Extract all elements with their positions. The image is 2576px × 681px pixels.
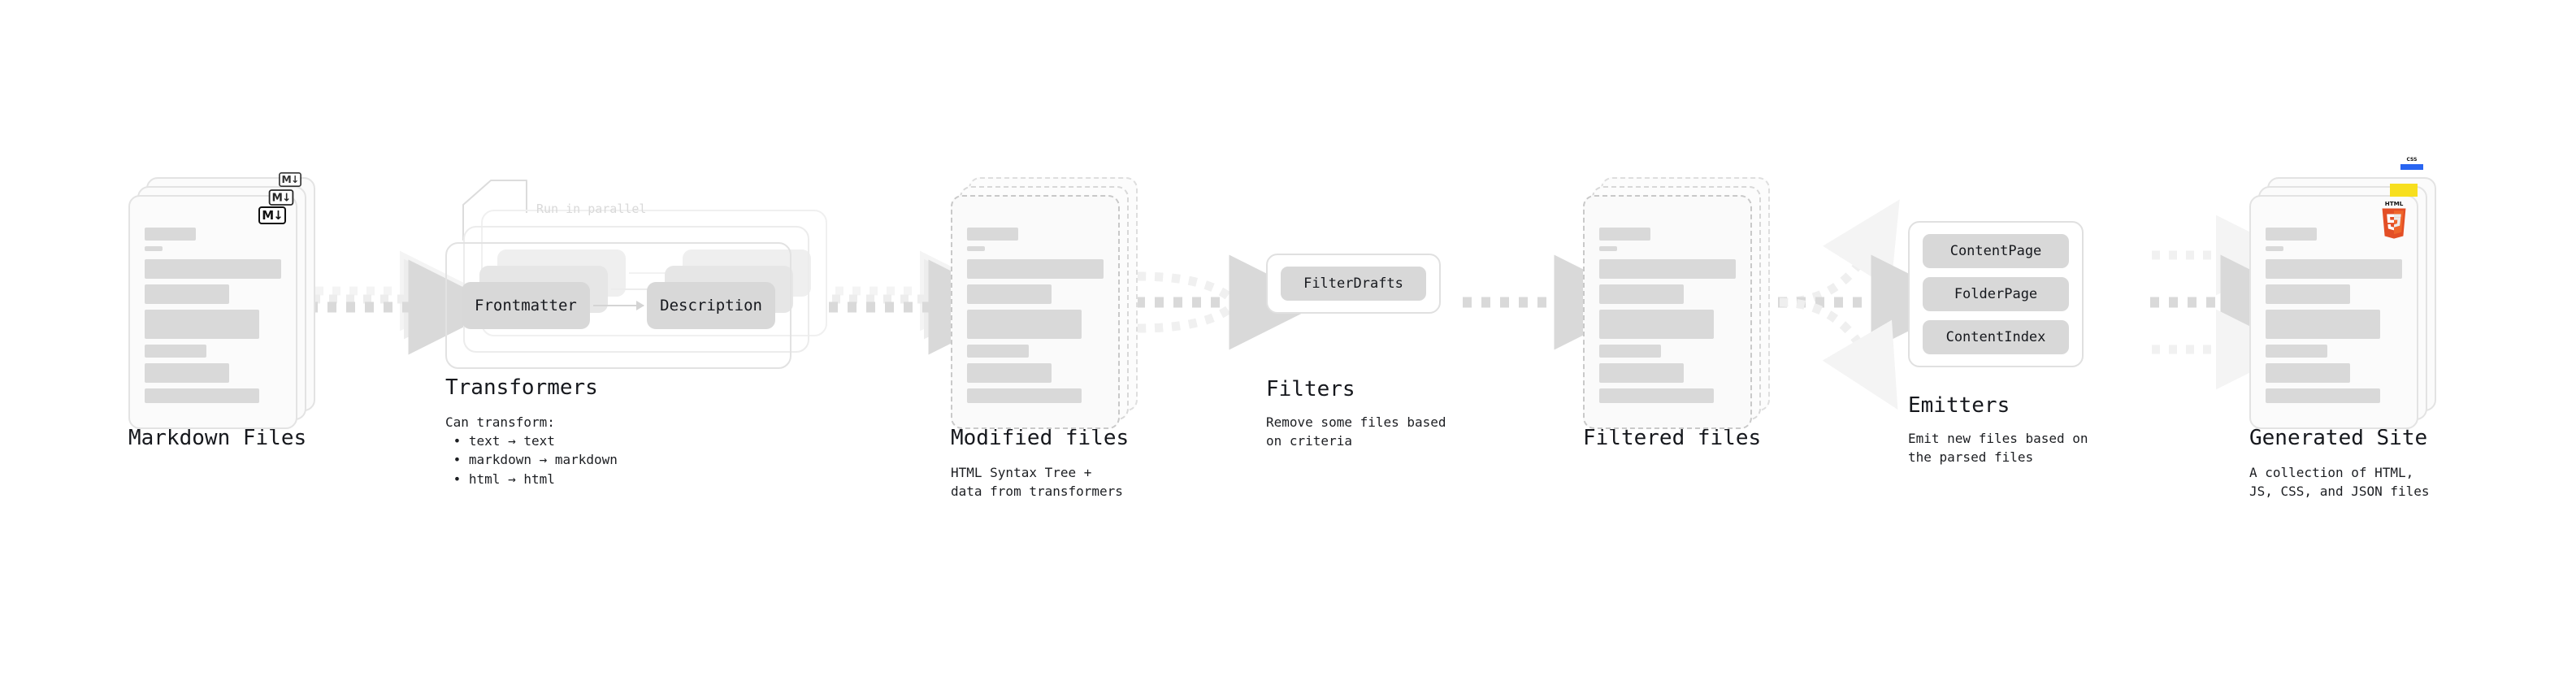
stage-generated-site: CSS HTML (2249, 157, 2436, 439)
content-bar (145, 363, 230, 383)
transformer-step-frontmatter[interactable]: Frontmatter (462, 282, 590, 329)
connector-transformers-to-modified (829, 250, 1024, 355)
markdown-icon: M↓ (258, 206, 286, 224)
content-bar (967, 310, 1082, 339)
stage-subtitle-generated-site: A collection of HTML, JS, CSS, and JSON … (2249, 465, 2430, 500)
generated-site-stack[interactable]: CSS HTML (2249, 157, 2436, 439)
transformer-step-description[interactable]: Description (647, 282, 775, 329)
connector-filtered-to-emitters (1778, 199, 1967, 410)
content-bar (1599, 388, 1715, 403)
step-arrow-icon (592, 301, 645, 310)
content-bar (967, 228, 1018, 241)
stage-filters: FilterDrafts (1266, 254, 1441, 314)
stage-subtitle-transformers: Can transform: • text → text • markdown … (445, 414, 618, 487)
content-bar (2266, 310, 2381, 339)
markdown-file-stack[interactable]: M↓ M↓ M↓ (128, 171, 315, 439)
markdown-card-front[interactable]: M↓ (128, 195, 297, 429)
content-bar (2266, 284, 2351, 304)
content-bar (2266, 363, 2351, 383)
filtered-card-front[interactable] (1583, 195, 1752, 429)
parallel-bracket (462, 180, 527, 241)
stage-title-markdown-files: Markdown Files (128, 426, 307, 450)
stage-filtered-files (1583, 177, 1770, 439)
run-in-parallel-label: Run in parallel (536, 202, 647, 216)
content-bar (967, 246, 985, 251)
stage-subtitle-emitters: Emit new files based on the parsed files (1908, 431, 2088, 466)
modified-file-stack[interactable] (951, 177, 1138, 439)
content-bar (967, 363, 1052, 383)
modified-card-front[interactable] (951, 195, 1120, 429)
stage-transformers: Frontmatter Description Frontmatter Desc… (445, 210, 827, 372)
content-bar (145, 388, 260, 403)
content-bar (2266, 246, 2283, 251)
content-bar (2266, 228, 2317, 241)
stage-title-filters: Filters (1266, 377, 1355, 401)
content-bar (145, 345, 206, 358)
connector-markdown-to-transformers (309, 250, 504, 355)
content-bar (2266, 259, 2402, 279)
emitter-chip-contentpage[interactable]: ContentPage (1923, 234, 2069, 268)
markdown-icon: M↓ (268, 189, 294, 206)
emitter-chip-folderpage[interactable]: FolderPage (1923, 277, 2069, 311)
css3-icon: CSS (2400, 157, 2423, 170)
content-bar (1599, 259, 1736, 279)
content-bar (1599, 310, 1715, 339)
content-bar (145, 284, 230, 304)
card-content-placeholder (967, 228, 1104, 403)
content-bar (1599, 246, 1617, 251)
transformers-stack[interactable]: Frontmatter Description Frontmatter Desc… (445, 210, 827, 372)
content-bar (145, 246, 163, 251)
site-card-front-html[interactable]: HTML (2249, 195, 2418, 429)
filtered-file-stack[interactable] (1583, 177, 1770, 439)
content-bar (1599, 228, 1650, 241)
content-bar (967, 388, 1082, 403)
content-bar (967, 345, 1029, 358)
filters-box[interactable]: FilterDrafts (1266, 254, 1441, 314)
svg-text:HTML: HTML (2385, 202, 2404, 207)
stage-subtitle-filters: Remove some files based on criteria (1266, 414, 1446, 449)
stage-markdown-files: M↓ M↓ M↓ (128, 171, 315, 439)
emitters-box[interactable]: ContentPage FolderPage ContentIndex (1908, 221, 2084, 367)
css3-icon-label: CSS (2406, 157, 2418, 163)
card-content-placeholder (1599, 228, 1736, 403)
connector-emitters-to-site (2150, 215, 2316, 390)
stage-emitters: ContentPage FolderPage ContentIndex (1908, 221, 2084, 367)
content-bar (967, 259, 1104, 279)
card-content-placeholder (145, 228, 281, 403)
content-bar (1599, 345, 1661, 358)
emitter-chip-contentindex[interactable]: ContentIndex (1923, 320, 2069, 354)
stage-title-emitters: Emitters (1908, 393, 2010, 418)
card-content-placeholder (2266, 228, 2402, 403)
javascript-icon (2390, 184, 2418, 197)
stage-title-modified-files: Modified files (951, 426, 1130, 450)
stage-modified-files (951, 177, 1138, 439)
content-bar (145, 310, 260, 339)
content-bar (2266, 345, 2327, 358)
content-bar (145, 228, 196, 241)
content-bar (2266, 388, 2381, 403)
connector-modified-to-filters (1136, 254, 1325, 350)
content-bar (145, 259, 281, 279)
content-bar (1599, 363, 1685, 383)
content-bar (967, 284, 1052, 304)
stage-title-filtered-files: Filtered files (1583, 426, 1762, 450)
content-bar (1599, 284, 1685, 304)
transformer-panel-front[interactable]: Frontmatter Description (445, 242, 791, 369)
stage-title-transformers: Transformers (445, 375, 598, 400)
markdown-icon: M↓ (279, 171, 301, 188)
stage-title-generated-site: Generated Site (2249, 426, 2428, 450)
stage-subtitle-modified-files: HTML Syntax Tree + data from transformer… (951, 465, 1123, 500)
html5-icon: HTML (2378, 200, 2410, 239)
filter-chip-filterdrafts[interactable]: FilterDrafts (1281, 267, 1426, 301)
